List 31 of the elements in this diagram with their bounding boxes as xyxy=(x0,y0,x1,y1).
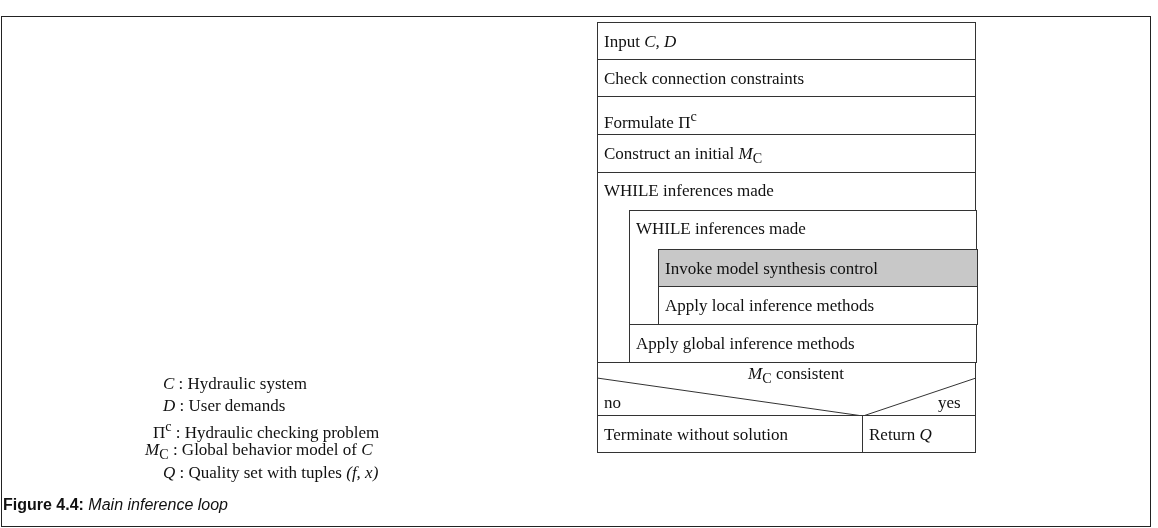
loop-block xyxy=(597,172,976,363)
figure-caption: Figure 4.4: Main inference loop xyxy=(3,496,228,514)
definition-text: Q : Quality set with tuples (f, x) xyxy=(163,463,379,483)
process-step xyxy=(629,324,977,363)
step-text: Apply local inference methods xyxy=(665,296,875,316)
process-step xyxy=(597,96,976,135)
step-text: Construct an initial M$_{C}$ xyxy=(604,144,763,169)
process-step xyxy=(597,22,976,60)
decision-block xyxy=(597,362,976,416)
process-step xyxy=(597,415,863,453)
step-text: Invoke model synthesis control xyxy=(665,259,878,279)
step-text: Input C, D xyxy=(604,32,677,52)
definition-text: Π$^{c}$ : Hydraulic checking problem xyxy=(153,418,380,443)
process-step xyxy=(658,286,978,325)
definition-text: D : User demands xyxy=(163,396,286,416)
step-text: WHILE inferences made xyxy=(636,219,806,239)
step-text: WHILE inferences made xyxy=(604,181,774,201)
step-text: Formulate Π$^{c}$ xyxy=(604,107,697,133)
condition-text: M$_{C}$ consistent xyxy=(748,364,844,389)
process-step xyxy=(597,134,976,173)
definition-text: C : Hydraulic system xyxy=(163,374,307,394)
step-text: Terminate without solution xyxy=(604,425,788,445)
process-step xyxy=(658,249,978,287)
step-text: Apply global inference methods xyxy=(636,334,855,354)
step-text: Check connection constraints xyxy=(604,69,805,89)
process-step xyxy=(597,59,976,97)
step-text: Return Q xyxy=(869,425,932,445)
process-step xyxy=(862,415,976,453)
branch-label: yes xyxy=(938,393,961,413)
loop-block xyxy=(629,210,977,325)
branch-label: no xyxy=(604,393,621,413)
